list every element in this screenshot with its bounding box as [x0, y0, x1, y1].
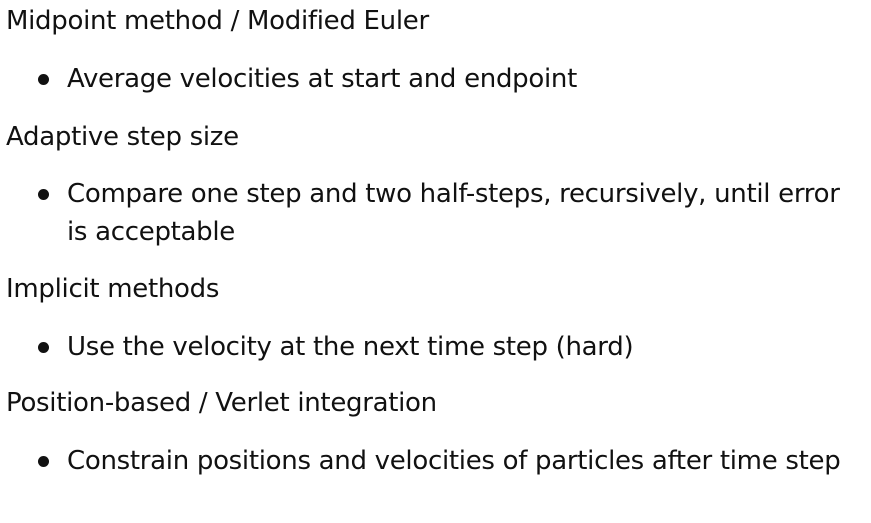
- section-heading-implicit: Implicit methods: [6, 274, 220, 304]
- bullet-dot-icon: [38, 189, 49, 200]
- bullet-dot-icon: [38, 456, 49, 467]
- bullet-text: Average velocities at start and endpoint: [67, 64, 577, 94]
- bullet-item-midpoint: Average velocities at start and endpoint: [38, 60, 848, 98]
- section-heading-adaptive: Adaptive step size: [6, 122, 239, 152]
- bullet-text: Constrain positions and velocities of pa…: [67, 446, 841, 476]
- bullet-dot-icon: [38, 74, 49, 85]
- bullet-dot-icon: [38, 342, 49, 353]
- bullet-item-implicit: Use the velocity at the next time step (…: [38, 328, 848, 366]
- bullet-text: Use the velocity at the next time step (…: [67, 332, 634, 362]
- section-heading-midpoint: Midpoint method / Modified Euler: [6, 6, 429, 36]
- section-heading-verlet: Position-based / Verlet integration: [6, 388, 437, 418]
- bullet-item-verlet: Constrain positions and velocities of pa…: [38, 442, 848, 480]
- bullet-text: Compare one step and two half-steps, rec…: [67, 179, 840, 247]
- bullet-item-adaptive: Compare one step and two half-steps, rec…: [38, 175, 848, 251]
